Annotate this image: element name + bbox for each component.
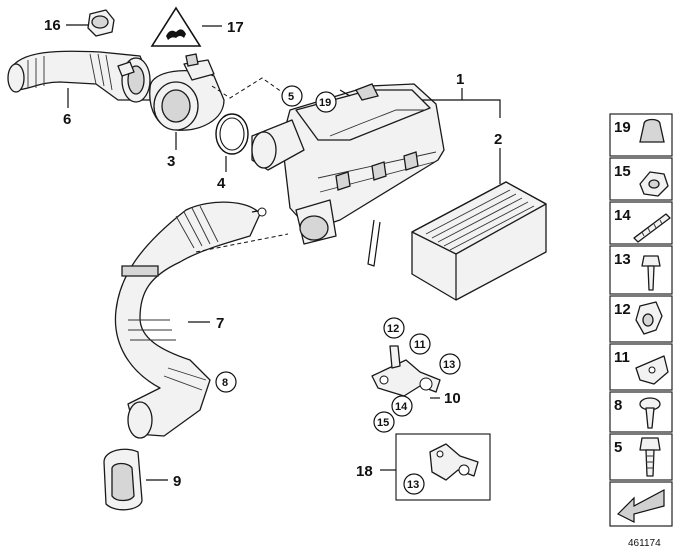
callout-13: 13 xyxy=(443,359,455,371)
svg-text:19: 19 xyxy=(614,119,631,136)
callout-3: 3 xyxy=(167,153,175,170)
part-6-intake-hose[interactable] xyxy=(7,50,151,103)
legend-item-14[interactable]: 14 xyxy=(609,201,673,245)
svg-text:14: 14 xyxy=(614,207,631,224)
legend-column: 19 15 14 13 12 xyxy=(609,113,673,527)
part-18-bracket-box[interactable] xyxy=(395,433,491,501)
direction-arrow-icon xyxy=(609,481,673,527)
part-16-grommet[interactable] xyxy=(87,9,115,37)
svg-text:12: 12 xyxy=(614,301,631,318)
warning-triangle-icon xyxy=(150,6,202,47)
callout-14: 14 xyxy=(395,401,408,413)
callout-18: 18 xyxy=(356,463,373,480)
legend-item-11[interactable]: 11 xyxy=(609,343,673,391)
svg-text:8: 8 xyxy=(614,397,622,414)
svg-text:5: 5 xyxy=(614,439,622,456)
legend-item-19[interactable]: 19 xyxy=(609,113,673,157)
callout-15: 15 xyxy=(377,417,389,429)
legend-item-13[interactable]: 13 xyxy=(609,245,673,295)
callout-13b: 13 xyxy=(407,479,419,491)
part-4-gasket-ring[interactable] xyxy=(215,113,249,155)
legend-item-5[interactable]: 5 xyxy=(609,433,673,481)
callout-8: 8 xyxy=(222,377,228,389)
svg-text:13: 13 xyxy=(614,251,631,268)
part-7-long-hose[interactable] xyxy=(114,201,267,439)
callout-6: 6 xyxy=(63,111,71,128)
callout-19a: 19 xyxy=(319,97,331,109)
callout-7: 7 xyxy=(216,315,224,332)
callout-4: 4 xyxy=(217,175,226,192)
svg-text:15: 15 xyxy=(614,163,631,180)
callout-17: 17 xyxy=(227,19,244,36)
callout-5: 5 xyxy=(288,91,294,103)
part-10-bracket[interactable] xyxy=(371,345,441,397)
legend-item-8[interactable]: 8 xyxy=(609,391,673,433)
callout-1: 1 xyxy=(456,71,464,88)
diagram-id: 461174 xyxy=(628,538,661,549)
part-3-air-mass-meter[interactable] xyxy=(149,53,225,131)
part-9-end-sleeve[interactable] xyxy=(103,448,143,511)
callout-11: 11 xyxy=(414,339,426,351)
legend-item-15[interactable]: 15 xyxy=(609,157,673,201)
legend-item-12[interactable]: 12 xyxy=(609,295,673,343)
callout-9: 9 xyxy=(173,473,181,490)
callout-12: 12 xyxy=(387,323,399,335)
svg-text:11: 11 xyxy=(614,349,630,366)
part-2-filter-element[interactable] xyxy=(411,181,547,301)
callout-16: 16 xyxy=(44,17,61,34)
callout-2: 2 xyxy=(494,131,502,148)
part-1-air-filter-housing[interactable] xyxy=(251,83,445,267)
callout-10: 10 xyxy=(444,390,461,407)
